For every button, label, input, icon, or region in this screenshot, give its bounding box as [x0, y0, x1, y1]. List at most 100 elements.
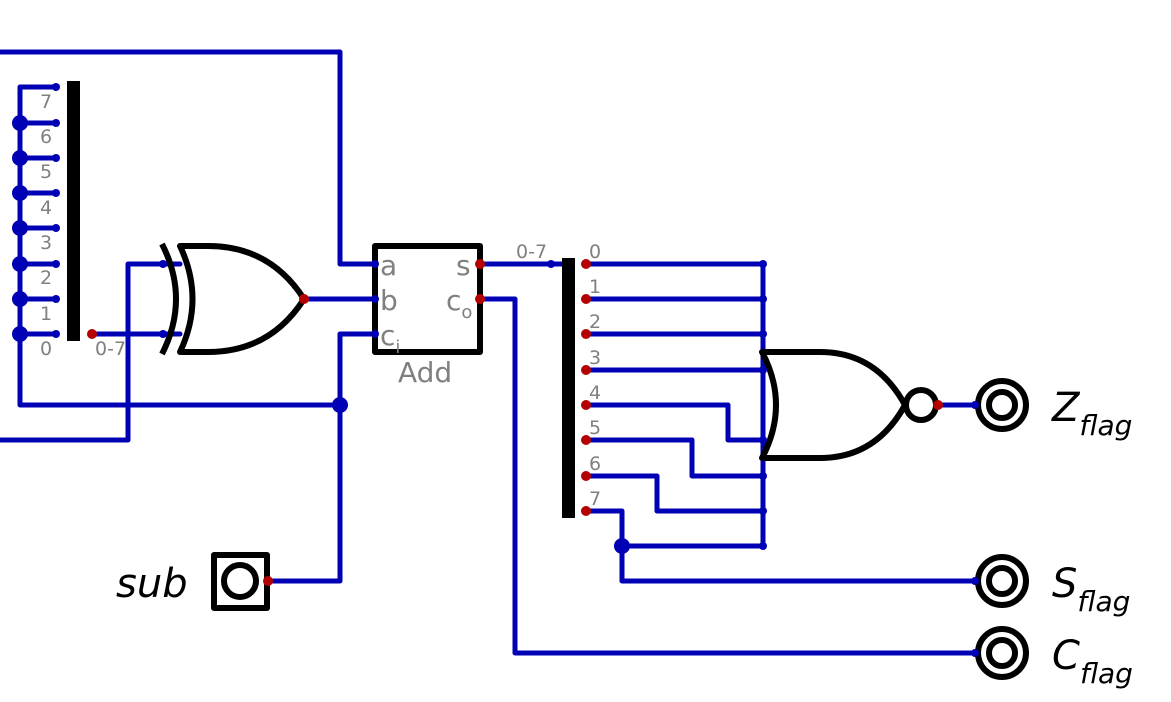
splitter-right-bit-0: 0 — [589, 241, 601, 263]
adder-pin-s: s — [456, 249, 471, 282]
pin-dot — [581, 329, 591, 339]
pin-dot — [759, 472, 767, 480]
splitter-left-bit-4: 4 — [40, 197, 52, 219]
splitter-left-bar — [67, 81, 80, 341]
input-sub-label: sub — [116, 561, 188, 607]
pin-dot — [581, 435, 591, 445]
wire-carry — [477, 296, 978, 656]
pin-dot — [581, 259, 591, 269]
junctions — [12, 115, 630, 554]
adder-pin-b: b — [380, 284, 398, 317]
pin-dot — [581, 294, 591, 304]
splitter-left-bit-1: 1 — [40, 303, 52, 325]
pin-dot — [52, 119, 60, 127]
adder-label: Add — [398, 356, 452, 389]
splitter-left-bit-3: 3 — [40, 232, 52, 254]
pin-dot — [52, 83, 60, 91]
pin-dot — [52, 154, 60, 162]
pin-dot — [475, 294, 485, 304]
junction-l-6 — [12, 150, 28, 166]
output-c-inner — [986, 637, 1018, 669]
junction-l-1 — [12, 326, 28, 342]
output-z-flag[interactable]: Zflag — [975, 378, 1132, 442]
splitter-right-bit-2: 2 — [589, 311, 601, 333]
output-c-outer — [975, 626, 1029, 680]
junction-l-2 — [12, 291, 28, 307]
input-sub-knob — [221, 562, 259, 600]
splitter-left-bit-2: 2 — [40, 267, 52, 289]
splitter-right-bit-3: 3 — [589, 347, 601, 369]
output-s-label: Sflag — [1052, 561, 1130, 618]
pin-dot — [759, 366, 767, 374]
adder[interactable]: a b ci s co Add — [372, 243, 483, 389]
splitter-right-bit-4: 4 — [589, 382, 601, 404]
junction-l-4 — [12, 220, 28, 236]
splitter-right[interactable]: 0-7 0 1 2 3 4 5 6 7 — [516, 241, 601, 518]
pin-dot — [52, 260, 60, 268]
splitter-right-bar — [562, 258, 575, 518]
wire-r-bit-5 — [583, 437, 766, 479]
pin-dot — [971, 401, 979, 409]
pin-dot — [547, 260, 555, 268]
pin-dot — [581, 506, 591, 516]
xor-gate-back-curve — [159, 242, 179, 356]
output-s-outer — [975, 554, 1029, 608]
pin-dot — [581, 365, 591, 375]
pin-dot — [52, 295, 60, 303]
nor-gate-bubble — [903, 387, 939, 423]
pin-dot — [581, 471, 591, 481]
input-sub[interactable]: sub — [116, 552, 270, 611]
splitter-right-bit-1: 1 — [589, 276, 601, 298]
pin-dot — [759, 330, 767, 338]
splitter-left-bit-5: 5 — [40, 161, 52, 183]
splitter-right-bus-label: 0-7 — [516, 241, 547, 263]
pin-dot — [933, 400, 943, 410]
pin-dot — [971, 649, 979, 657]
pin-dots — [52, 83, 979, 657]
pin-dot — [52, 224, 60, 232]
pin-dot — [371, 260, 379, 268]
pin-dot — [263, 576, 273, 586]
nor-gate-body — [759, 349, 908, 461]
pin-dot — [52, 330, 60, 338]
splitter-right-bit-6: 6 — [589, 453, 601, 475]
pin-dot — [299, 294, 309, 304]
output-s-flag[interactable]: Sflag — [975, 554, 1130, 618]
junction-sub — [332, 397, 348, 413]
junction-l-7 — [12, 115, 28, 131]
output-c-flag[interactable]: Cflag — [975, 626, 1133, 690]
xor-gate-body — [177, 243, 307, 355]
pin-dot — [371, 330, 379, 338]
wire-r-bit-6 — [583, 473, 766, 514]
output-z-inner — [986, 389, 1018, 421]
pin-dot — [759, 260, 767, 268]
pin-dot — [759, 436, 767, 444]
splitter-right-bit-5: 5 — [589, 417, 601, 439]
splitter-left-bit-0: 0 — [40, 338, 52, 360]
output-z-outer — [975, 378, 1029, 432]
splitter-left-bit-7: 7 — [40, 91, 52, 113]
wire-r-bit-4 — [583, 402, 766, 443]
output-c-label: Cflag — [1052, 633, 1133, 690]
pin-dot — [159, 260, 167, 268]
adder-pin-a: a — [380, 249, 397, 282]
splitter-left[interactable]: 7 6 5 4 3 2 1 0 0-7 — [40, 81, 126, 360]
wire-b-input — [0, 261, 183, 443]
output-s-inner — [986, 565, 1018, 597]
output-z-label: Zflag — [1051, 385, 1132, 442]
adder-pin-co: co — [446, 284, 472, 323]
splitter-right-bit-7: 7 — [589, 488, 601, 510]
wire-sub-to-cin — [265, 331, 378, 584]
pin-dot — [971, 577, 979, 585]
splitter-left-bit-6: 6 — [40, 126, 52, 148]
pin-dot — [759, 507, 767, 515]
wire-top-to-a — [0, 49, 378, 267]
wire-left-collector — [17, 84, 343, 408]
pin-dot — [475, 259, 485, 269]
junction-l-3 — [12, 256, 28, 272]
splitter-left-bus-label: 0-7 — [95, 338, 126, 360]
xor-gate[interactable] — [159, 242, 307, 356]
junction-l-5 — [12, 185, 28, 201]
nor-gate[interactable] — [759, 349, 939, 461]
